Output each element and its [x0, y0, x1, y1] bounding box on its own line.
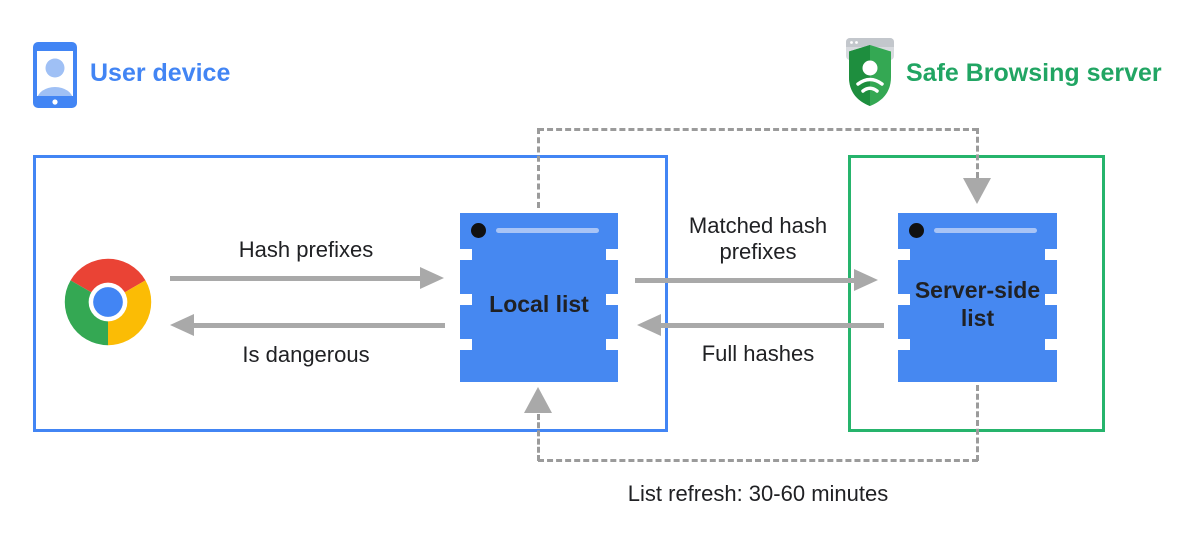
- list-bullet-dot: [909, 223, 924, 238]
- notch: [1045, 294, 1058, 305]
- refresh-loop-top-left-vertical: [537, 128, 540, 208]
- notch: [1045, 339, 1058, 350]
- full-hashes-label: Full hashes: [701, 341, 815, 366]
- left-arrowhead-icon: [637, 314, 661, 336]
- user-device-label: User device: [90, 59, 231, 87]
- refresh-loop-bottom-horizontal: [538, 459, 978, 462]
- right-arrowhead-icon: [420, 267, 444, 289]
- server-side-list-label: Server-side list: [914, 276, 1041, 331]
- phone-icon: [33, 42, 77, 108]
- notch: [459, 249, 472, 260]
- local-list-label: Local list: [489, 290, 589, 317]
- chrome-logo-icon: [63, 257, 153, 347]
- notch: [459, 294, 472, 305]
- list-bullet-dot: [471, 223, 486, 238]
- left-arrowhead-icon: [170, 314, 194, 336]
- refresh-loop-bottom-left-vertical: [537, 414, 540, 461]
- list-refresh-label: List refresh: 30-60 minutes: [627, 481, 889, 506]
- down-arrowhead-icon: [963, 178, 991, 204]
- notch: [459, 339, 472, 350]
- up-arrowhead-icon: [524, 387, 552, 413]
- right-arrowhead-icon: [854, 269, 878, 291]
- notch: [606, 294, 619, 305]
- matched-hash-prefixes-label: Matched hash prefixes: [688, 213, 828, 264]
- notch: [606, 339, 619, 350]
- list-bullet-line: [934, 228, 1037, 233]
- is-dangerous-arrow-shaft: [194, 323, 445, 328]
- safe-browsing-shield-icon: [843, 38, 897, 108]
- notch: [897, 249, 910, 260]
- hash-prefixes-arrow-shaft: [170, 276, 421, 281]
- notch: [1045, 249, 1058, 260]
- matched-hash-prefixes-arrow-shaft: [635, 278, 854, 283]
- safe-browsing-server-label: Safe Browsing server: [906, 59, 1162, 87]
- refresh-loop-top-horizontal: [538, 128, 978, 131]
- notch: [897, 294, 910, 305]
- hash-prefixes-label: Hash prefixes: [238, 237, 374, 262]
- user-device-boundary-box: [33, 155, 668, 432]
- refresh-loop-bottom-right-vertical: [976, 385, 979, 461]
- is-dangerous-label: Is dangerous: [242, 342, 370, 367]
- full-hashes-arrow-shaft: [661, 323, 884, 328]
- local-list-node: Local list: [459, 213, 619, 382]
- server-side-list-node: Server-side list: [897, 213, 1058, 382]
- notch: [897, 339, 910, 350]
- list-bullet-line: [496, 228, 599, 233]
- notch: [606, 249, 619, 260]
- refresh-loop-top-right-vertical: [976, 128, 979, 178]
